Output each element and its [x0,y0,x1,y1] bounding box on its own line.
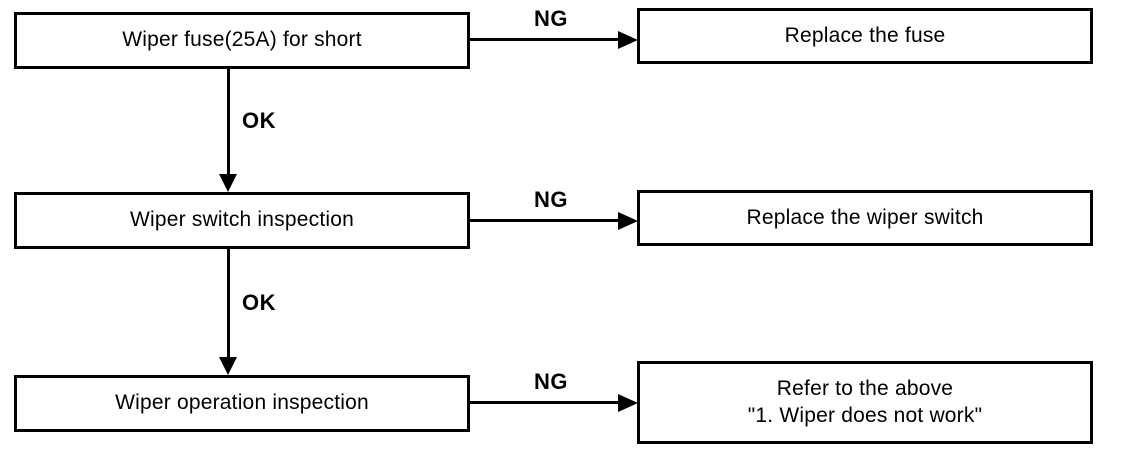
step-box-wiper-switch: Wiper switch inspection [14,192,470,249]
step-label: Wiper switch inspection [129,208,354,232]
ng-edge-label-1: NG [534,6,568,31]
action-box-refer-above: Refer to the above "1. Wiper does not wo… [637,361,1093,444]
arrowhead-right-icon [618,31,638,49]
action-box-replace-fuse: Replace the fuse [637,8,1093,64]
step-box-wiper-fuse: Wiper fuse(25A) for short [14,12,470,69]
action-label-line1: Refer to the above [776,377,954,401]
action-label: Replace the fuse [784,23,946,47]
ok-edge-label-2: OK [242,290,276,315]
ok-connector-line-2 [227,249,230,359]
arrowhead-down-icon [219,357,237,375]
step-label: Wiper fuse(25A) for short [122,28,362,52]
step-label: Wiper operation inspection [115,391,369,415]
ng-edge-label-3: NG [534,369,568,394]
ng-connector-line-3 [470,401,622,404]
action-label: Replace the wiper switch [746,205,984,229]
step-box-wiper-operation: Wiper operation inspection [14,375,470,432]
action-label-line2: "1. Wiper does not work" [747,403,983,427]
arrowhead-down-icon [219,174,237,192]
ok-edge-label-1: OK [242,108,276,133]
action-box-replace-wiper-switch: Replace the wiper switch [637,190,1093,246]
arrowhead-right-icon [618,394,638,412]
ng-edge-label-2: NG [534,187,568,212]
ng-connector-line-2 [470,219,622,222]
ng-connector-line-1 [470,38,622,41]
ok-connector-line-1 [227,68,230,176]
arrowhead-right-icon [618,212,638,230]
